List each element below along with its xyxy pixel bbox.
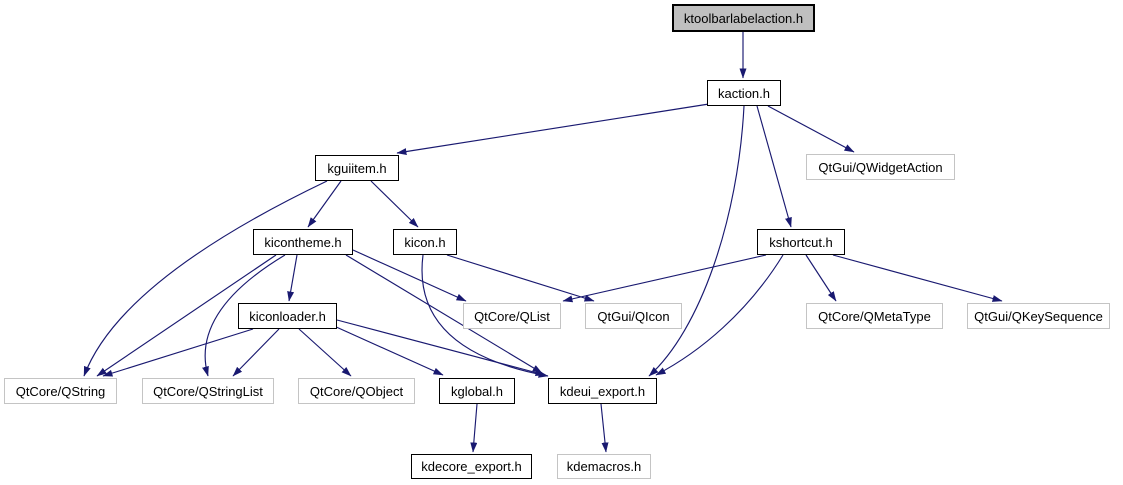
node-kdecore_export[interactable]: kdecore_export.h (411, 454, 532, 479)
edge-kdeui_export-to-kdemacros (600, 403, 609, 453)
node-qobject: QtCore/QObject (298, 378, 415, 404)
edge-kicontheme-to-qstring (96, 254, 277, 377)
edge-kaction-to-kguiitem (396, 103, 710, 155)
node-ktoolbarlabelaction: ktoolbarlabelaction.h (672, 4, 815, 32)
node-kicon[interactable]: kicon.h (393, 229, 457, 255)
edge-kicon-to-qicon (446, 254, 595, 302)
node-kicontheme[interactable]: kicontheme.h (253, 229, 353, 255)
edge-kaction-to-kshortcut (756, 105, 792, 228)
edge-kguiitem-to-qstring (83, 180, 328, 377)
edge-kicon-to-kdeui_export (421, 254, 549, 378)
edge-kaction-to-qwidgetaction (767, 105, 855, 153)
node-qwidgetaction: QtGui/QWidgetAction (806, 154, 955, 180)
node-kglobal[interactable]: kglobal.h (439, 378, 515, 404)
edge-kiconloader-to-qstringlist (232, 328, 280, 377)
edge-kicontheme-to-qlist (352, 249, 467, 302)
edge-kshortcut-to-qlist (562, 254, 767, 303)
edge-kguiitem-to-kicontheme (307, 180, 342, 228)
edge-kicontheme-to-kdeui_export (345, 254, 543, 374)
node-qstring: QtCore/QString (4, 378, 117, 404)
edge-kicontheme-to-qstringlist (202, 254, 286, 377)
node-kiconloader[interactable]: kiconloader.h (238, 303, 337, 329)
edge-kaction-to-kdeui_export (648, 105, 745, 377)
node-kdemacros: kdemacros.h (557, 454, 651, 479)
edge-kguiitem-to-kicon (370, 180, 419, 228)
edge-kiconloader-to-qobject (298, 328, 352, 377)
node-kshortcut[interactable]: kshortcut.h (757, 229, 845, 255)
edge-kiconloader-to-qstring (102, 328, 254, 377)
node-kguiitem[interactable]: kguiitem.h (315, 155, 399, 181)
node-kdeui_export[interactable]: kdeui_export.h (548, 378, 657, 404)
edge-kshortcut-to-qkeysequence (832, 254, 1003, 302)
node-qmetatype: QtCore/QMetaType (806, 303, 943, 329)
node-qicon: QtGui/QIcon (585, 303, 682, 329)
edge-kicontheme-to-kiconloader (287, 254, 298, 302)
node-qlist: QtCore/QList (463, 303, 561, 329)
node-kaction[interactable]: kaction.h (707, 80, 781, 106)
node-qstringlist: QtCore/QStringList (142, 378, 274, 404)
edge-kglobal-to-kdecore_export (470, 403, 478, 453)
edges-group (83, 32, 1003, 453)
edge-kiconloader-to-kglobal (333, 325, 444, 376)
node-qkeysequence: QtGui/QKeySequence (967, 303, 1110, 329)
edge-kshortcut-to-qmetatype (805, 254, 837, 302)
edge-kiconloader-to-kdeui_export (336, 319, 546, 376)
edge-kshortcut-to-kdeui_export (655, 254, 784, 376)
